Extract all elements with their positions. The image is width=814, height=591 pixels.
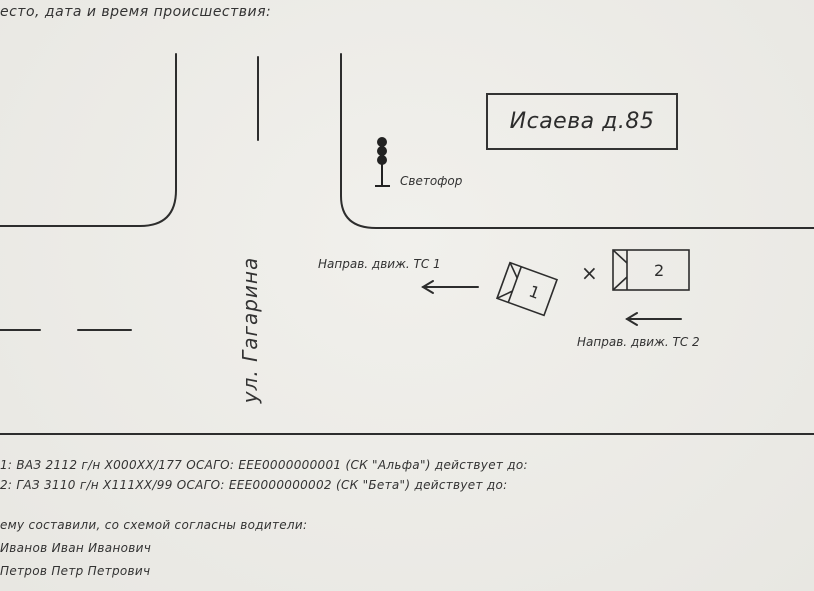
vehicle-2-details: 2: ГАЗ 3110 г/н Х111ХХ/99 ОСАГО: ЕЕЕ0000… [0,478,508,492]
vehicle-2: 2 [612,249,690,291]
collision-mark: × [581,261,598,285]
direction-arrow-2 [625,312,682,326]
driver-2-name: Петров Петр Петрович [0,564,151,578]
direction-label-vehicle-2: Направ. движ. ТС 2 [577,335,700,349]
vehicle-1-details: 1: ВАЗ 2112 г/н Х000ХХ/177 ОСАГО: ЕЕЕ000… [0,458,528,472]
address-sign: Исаева д.85 [486,93,678,150]
road-edge-right-corner [340,53,814,229]
vehicle-1: 1 [495,261,559,317]
place-date-time-header: есто, дата и время происшествия: [0,4,272,20]
vehicle-1-number: 1 [526,282,542,303]
vehicle-2-number: 2 [654,261,664,280]
traffic-light-icon [375,137,390,187]
direction-arrow-1 [421,280,479,294]
road-edge-left-corner [0,53,177,227]
direction-label-vehicle-1: Направ. движ. ТС 1 [318,257,441,271]
driver-1-name: Иванов Иван Иванович [0,541,152,555]
agreement-statement: ему составили, со схемой согласны водите… [0,518,308,532]
traffic-light-label: Светофор [400,174,463,188]
street-name-label: ул. Гагарина [238,256,262,404]
